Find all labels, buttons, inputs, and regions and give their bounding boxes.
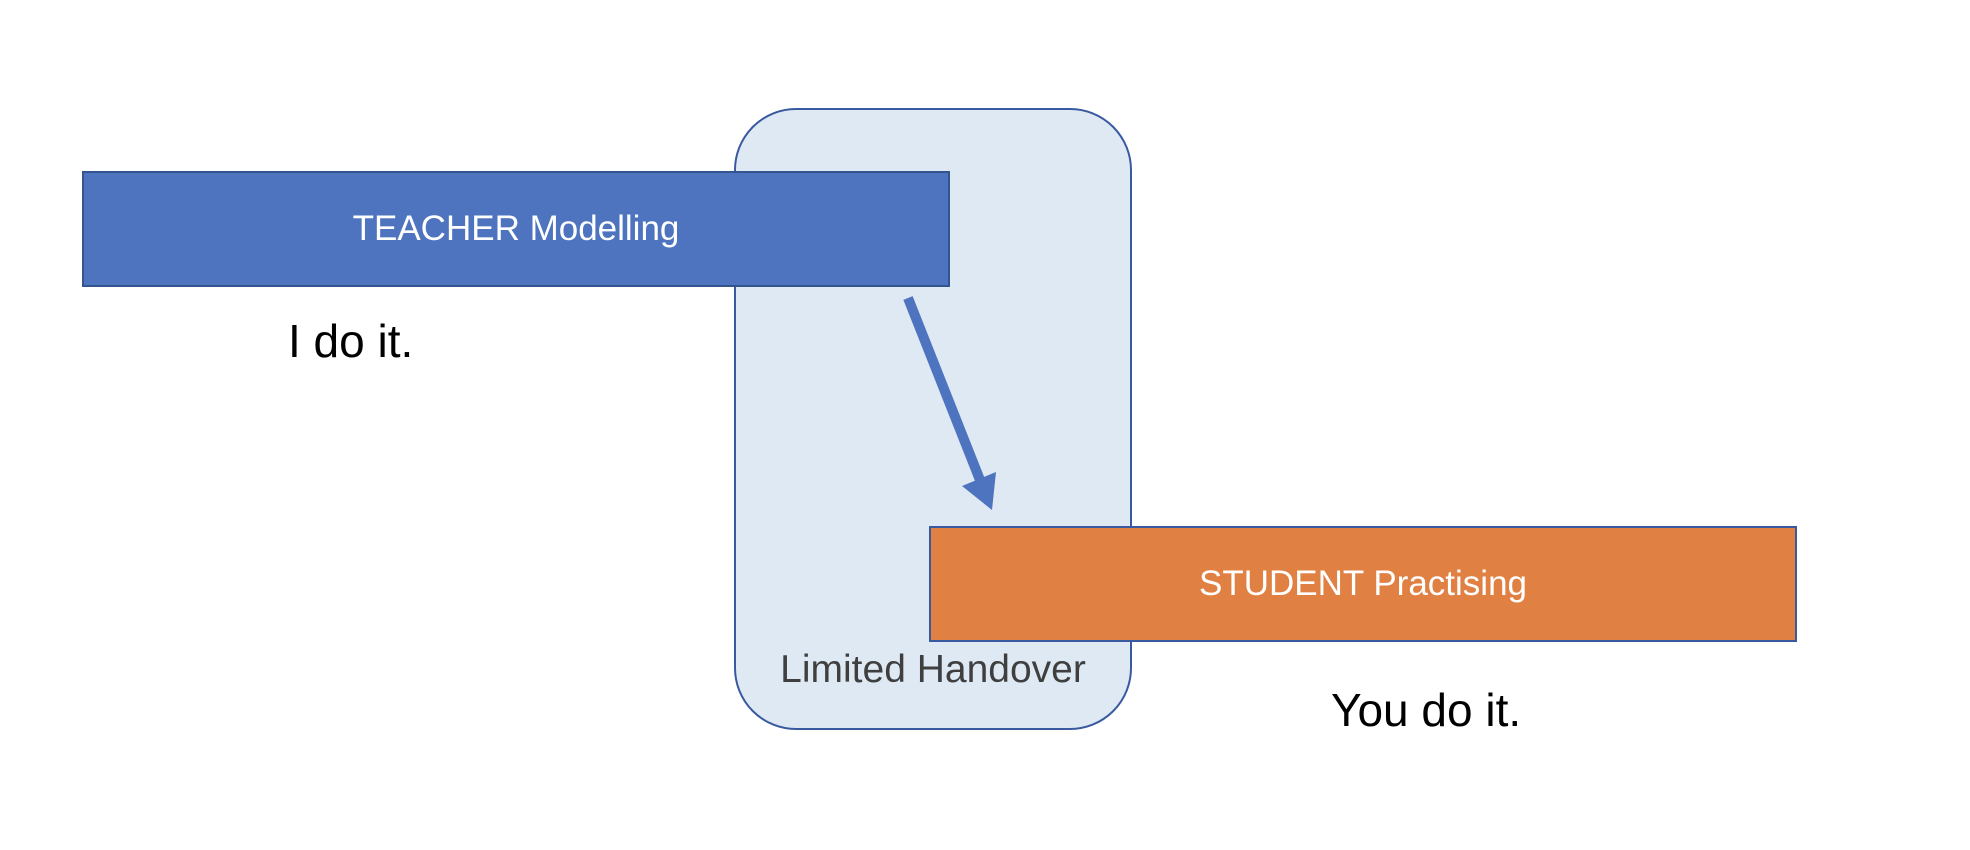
- teacher-modelling-label: TEACHER Modelling: [352, 209, 680, 248]
- student-practising-bar: STUDENT Practising: [929, 526, 1797, 642]
- student-practising-label: STUDENT Practising: [1198, 564, 1528, 603]
- teacher-caption: I do it.: [288, 315, 414, 367]
- student-caption: You do it.: [1331, 684, 1522, 736]
- handover-label: Limited Handover: [780, 648, 1086, 691]
- teacher-modelling-bar: TEACHER Modelling: [82, 171, 950, 287]
